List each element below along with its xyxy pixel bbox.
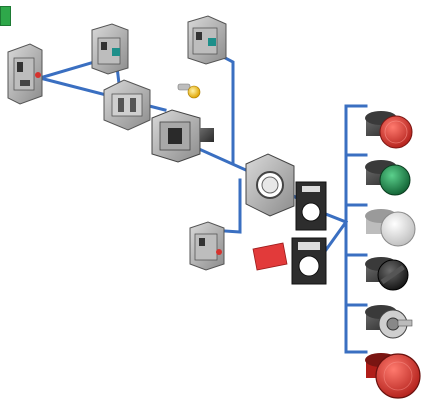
emergency-stop-icon (365, 353, 421, 399)
selector-switch-icon (365, 257, 409, 291)
contact-block-bottom (189, 221, 225, 271)
green-category-tab (0, 6, 11, 26)
mounting-collar-icon (245, 153, 295, 217)
illuminated-pushbutton-icon (365, 209, 416, 247)
connector-lines (38, 47, 368, 354)
projecting-pushbutton-icon (365, 160, 411, 196)
red-legend-label (252, 242, 288, 271)
legend-plate-2 (291, 237, 327, 285)
flush-pushbutton-icon (365, 111, 413, 149)
contact-block-left (7, 43, 43, 105)
actuator-body (151, 109, 214, 163)
mounting-adapter (103, 79, 151, 131)
contact-block-top (187, 15, 227, 65)
contact-block-upper (91, 23, 129, 75)
led-lamp-icon (177, 83, 201, 99)
key-switch-icon (365, 305, 413, 339)
legend-plate-icon (295, 181, 327, 231)
line-top-block-down (207, 47, 235, 164)
